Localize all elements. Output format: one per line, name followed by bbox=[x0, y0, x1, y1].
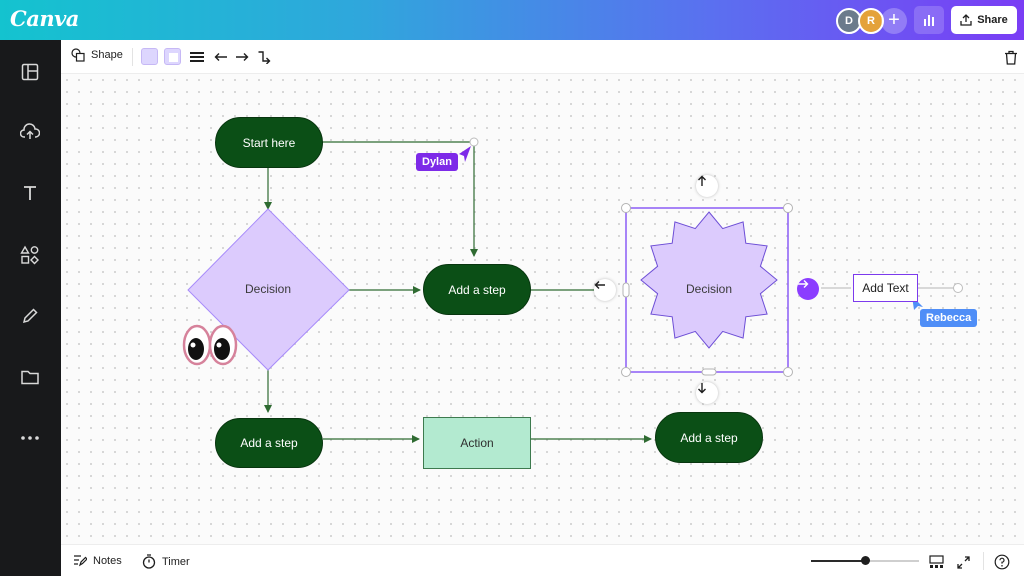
resize-handle-br[interactable] bbox=[783, 367, 793, 377]
arrow-left-icon bbox=[594, 281, 605, 289]
decision-left-label: Decision bbox=[244, 282, 292, 296]
zoom-slider-knob[interactable] bbox=[861, 556, 870, 565]
bottom-divider bbox=[983, 552, 984, 570]
elements-icon[interactable] bbox=[18, 243, 42, 267]
shape-icon bbox=[71, 48, 85, 62]
collaborator-avatar-2[interactable]: R bbox=[858, 8, 884, 34]
connect-left-button[interactable] bbox=[594, 279, 616, 301]
fullscreen-icon[interactable] bbox=[954, 553, 972, 571]
arrow-down-icon bbox=[698, 383, 706, 394]
googly-eyes-sticker[interactable] bbox=[182, 324, 238, 366]
arrow-right-icon bbox=[798, 280, 809, 288]
step-node-bottom-right[interactable]: Add a step bbox=[655, 412, 763, 463]
step-node-bottom-left[interactable]: Add a step bbox=[215, 418, 323, 468]
more-icon[interactable] bbox=[18, 426, 42, 450]
top-bar: Canva D R + Share bbox=[0, 0, 1024, 40]
connector-endpoint-handle[interactable] bbox=[469, 137, 479, 147]
resize-handle-bl[interactable] bbox=[621, 367, 631, 377]
bar-chart-icon bbox=[924, 15, 934, 26]
add-collaborator-button[interactable]: + bbox=[881, 8, 907, 34]
resize-handle-left[interactable] bbox=[622, 282, 630, 298]
decision-right-label: Decision bbox=[685, 282, 733, 296]
connector-endpoint-handle-right[interactable] bbox=[953, 283, 963, 293]
timer-icon bbox=[142, 554, 156, 569]
fill-color-swatch[interactable] bbox=[141, 48, 158, 65]
collaborator-avatar-1[interactable]: D bbox=[836, 8, 862, 34]
decision-starburst-shape[interactable] bbox=[640, 211, 778, 349]
share-upload-icon bbox=[960, 14, 972, 26]
editor-toolbar: Shape bbox=[61, 40, 1024, 74]
resize-handle-tr[interactable] bbox=[783, 203, 793, 213]
trash-icon[interactable] bbox=[1002, 48, 1020, 66]
timer-button[interactable]: Timer bbox=[142, 554, 190, 569]
share-button[interactable]: Share bbox=[951, 6, 1017, 34]
notes-button[interactable]: Notes bbox=[73, 554, 122, 567]
notes-icon bbox=[74, 555, 87, 567]
left-sidebar bbox=[0, 40, 61, 576]
add-text-box[interactable]: Add Text bbox=[853, 274, 918, 302]
help-icon[interactable] bbox=[993, 553, 1011, 571]
rebecca-cursor-tag: Rebecca bbox=[920, 309, 978, 327]
insights-button[interactable] bbox=[914, 6, 944, 34]
notes-label: Notes bbox=[93, 554, 122, 567]
start-node[interactable]: Start here bbox=[215, 117, 323, 168]
resize-handle-tl[interactable] bbox=[621, 203, 631, 213]
elbow-connector-icon[interactable] bbox=[255, 48, 273, 66]
shape-label: Shape bbox=[91, 49, 123, 61]
draw-pen-icon[interactable] bbox=[18, 304, 42, 328]
border-style-icon[interactable] bbox=[188, 48, 206, 66]
shape-menu-button[interactable]: Shape bbox=[71, 48, 123, 62]
share-label: Share bbox=[977, 14, 1008, 26]
resize-handle-bottom[interactable] bbox=[701, 368, 717, 376]
whiteboard-canvas[interactable]: Start here Add a step Add a step Add a s… bbox=[61, 74, 1024, 544]
border-color-swatch[interactable] bbox=[164, 48, 181, 65]
folder-icon[interactable] bbox=[18, 365, 42, 389]
action-node[interactable]: Action bbox=[423, 417, 531, 469]
layout-icon[interactable] bbox=[18, 60, 42, 84]
flowchart-connectors bbox=[182, 137, 963, 443]
toolbar-divider bbox=[132, 48, 133, 66]
zoom-slider-rest[interactable] bbox=[866, 560, 919, 562]
connect-right-button[interactable] bbox=[797, 278, 819, 300]
connect-up-button[interactable] bbox=[696, 175, 718, 197]
canva-logo[interactable]: Canva bbox=[10, 6, 79, 31]
pages-view-icon[interactable] bbox=[927, 553, 945, 571]
bottom-bar: Notes Timer bbox=[61, 544, 1024, 576]
connect-down-button[interactable] bbox=[696, 382, 718, 404]
step-node-middle[interactable]: Add a step bbox=[423, 264, 531, 315]
dylan-cursor-icon bbox=[459, 146, 471, 162]
arrow-right-icon[interactable] bbox=[233, 48, 251, 66]
arrow-up-icon bbox=[698, 175, 706, 186]
timer-label: Timer bbox=[162, 555, 190, 568]
text-icon[interactable] bbox=[18, 181, 42, 205]
upload-cloud-icon[interactable] bbox=[18, 120, 42, 144]
dylan-cursor-tag: Dylan bbox=[416, 153, 458, 171]
arrow-left-icon[interactable] bbox=[212, 48, 230, 66]
